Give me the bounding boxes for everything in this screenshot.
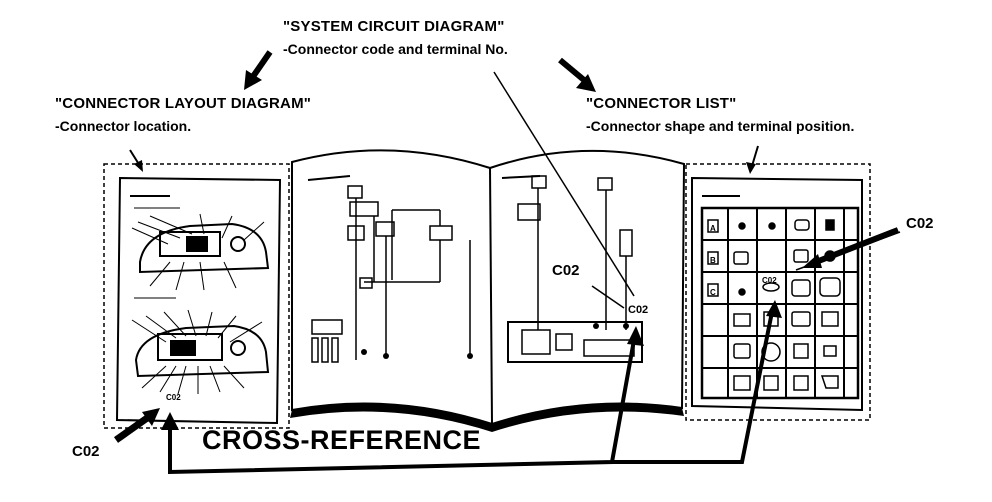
system-circuit-diagram-title: "SYSTEM CIRCUIT DIAGRAM" [283, 18, 505, 35]
grid-row-labels: A B C [707, 219, 719, 297]
arrow-to-layout [244, 50, 273, 90]
connector-list-page: A B C C02 [685, 163, 871, 421]
arrow-to-list-page [746, 145, 759, 174]
cross-reference-label: CROSS-REFERENCE [202, 425, 482, 455]
arrow-to-list [558, 57, 596, 92]
cross-reference-loop [168, 311, 774, 475]
connector-code-circuit-terminal: C02 [628, 304, 649, 316]
connector-code-layout-bottom: C02 [72, 443, 100, 460]
grid-row-label-a: A [710, 224, 716, 233]
connector-layout-diagram-title: "CONNECTOR LAYOUT DIAGRAM" [55, 95, 312, 112]
grid-row-label-b: B [710, 256, 716, 265]
vehicle-top-view-lower [131, 309, 270, 395]
connector-code-list-right: C02 [906, 215, 934, 232]
connector-grid [702, 208, 858, 398]
connector-layout-diagram-subtitle: -Connector location. [55, 118, 192, 134]
connector-list-title: "CONNECTOR LIST" [586, 95, 737, 112]
connector-list-subtitle: -Connector shape and terminal position. [586, 118, 855, 134]
connector-layout-page: C02 [103, 163, 290, 429]
layout-connector-code-small: C02 [166, 393, 181, 402]
connector-code-circuit-left: C02 [552, 262, 580, 279]
cross-reference-arrowheads [161, 300, 782, 430]
grid-row-label-c: C [710, 288, 716, 297]
system-circuit-diagram-subtitle: -Connector code and terminal No. [283, 41, 508, 57]
list-connector-code-small: C02 [762, 276, 777, 285]
vehicle-top-view-upper [131, 213, 270, 291]
arrow-to-layout-page [129, 149, 143, 172]
arrow-c02-bottom-left [113, 408, 160, 443]
arrow-c02-right [802, 227, 900, 268]
